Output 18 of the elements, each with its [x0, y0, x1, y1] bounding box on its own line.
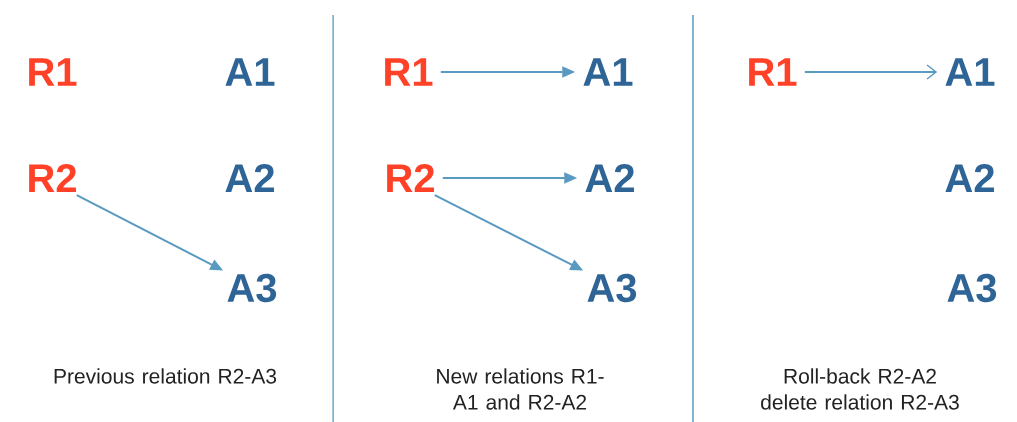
node-label: R2: [29, 164, 76, 192]
node-label: A1: [945, 58, 995, 86]
caption: New relations R1-A1 and R2-A2: [437, 368, 604, 410]
node-label: A1: [583, 58, 633, 86]
caption: Roll-back R2-A2 delete relation R2-A3: [761, 368, 959, 410]
arrow: [803, 64, 938, 80]
node-label: A3: [227, 273, 277, 303]
node-label: A2: [585, 164, 634, 192]
caption: Previous relation R2-A3: [54, 368, 277, 384]
node-label: A3: [947, 273, 997, 303]
node-label: A2: [945, 164, 994, 192]
node-label: R1: [29, 58, 77, 86]
node-label: A1: [225, 58, 275, 86]
node-label: R1: [385, 58, 433, 86]
node-label: R2: [387, 164, 434, 192]
node-label: R1: [749, 58, 797, 86]
node-label: A3: [587, 273, 637, 303]
node-label: A2: [225, 164, 274, 192]
